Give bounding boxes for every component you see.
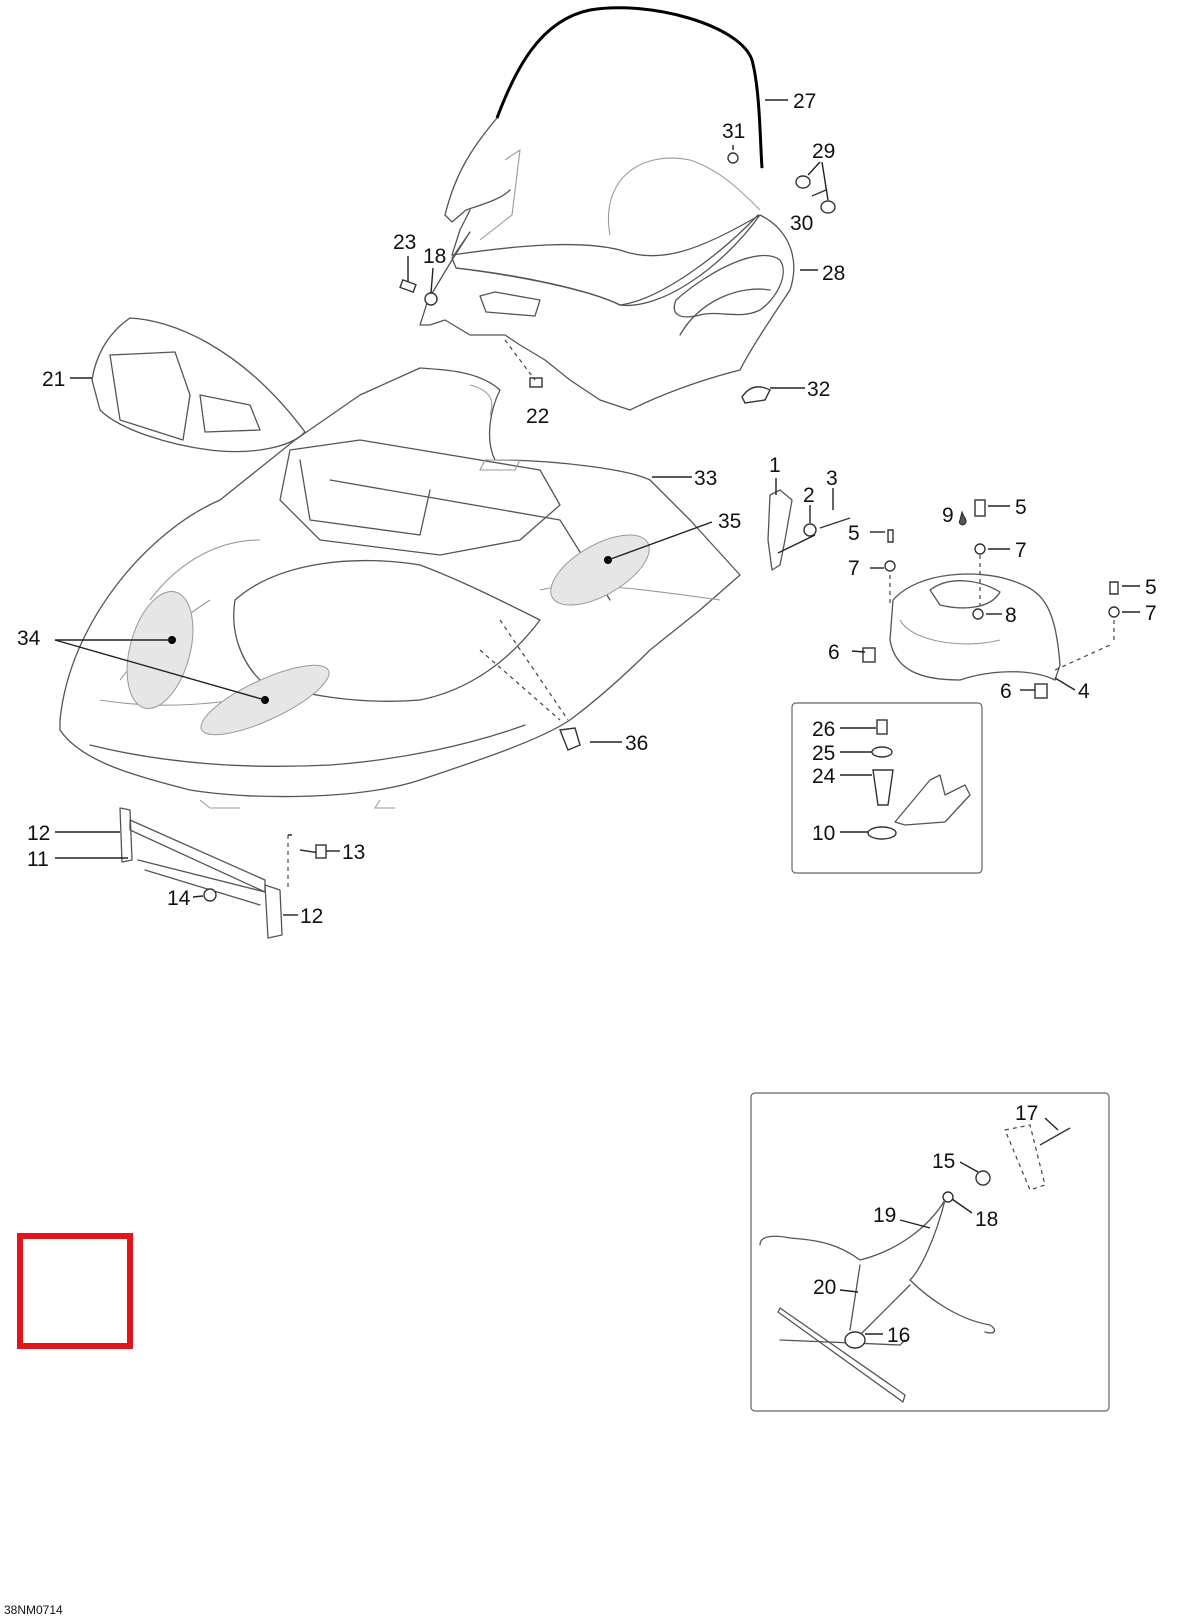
detail-inset-mount <box>791 702 983 874</box>
callout-29: 29 <box>812 140 835 163</box>
callout-7a: 7 <box>848 557 860 580</box>
hood-support-bracket <box>119 807 327 939</box>
callout-26: 26 <box>812 718 835 741</box>
windshield-hardware <box>399 152 836 404</box>
side-grille-right <box>550 534 650 606</box>
callout-19: 19 <box>873 1204 896 1227</box>
callout-24: 24 <box>812 765 836 788</box>
side-grille-left <box>126 591 194 709</box>
callout-7c: 7 <box>1145 602 1157 625</box>
red-square-marker <box>17 1233 133 1349</box>
callout-23: 23 <box>393 231 416 254</box>
mount-detail <box>867 719 971 840</box>
callout-12b: 12 <box>300 905 323 928</box>
callout-21: 21 <box>42 368 65 391</box>
callout-27: 27 <box>793 90 816 113</box>
callout-2: 2 <box>803 484 815 507</box>
cable-detail <box>759 1124 1071 1403</box>
callout-32: 32 <box>807 378 830 401</box>
callout-3: 3 <box>826 467 838 490</box>
callout-15: 15 <box>932 1150 955 1173</box>
callout-14: 14 <box>167 887 191 910</box>
callout-6a: 6 <box>828 641 840 664</box>
callout-16: 16 <box>887 1324 910 1347</box>
callout-25: 25 <box>812 742 835 765</box>
callout-labels: 27 31 29 30 28 23 18 21 22 32 33 35 34 3… <box>4 90 1157 1617</box>
console-bezel <box>91 317 306 453</box>
callout-5c: 5 <box>1145 576 1157 599</box>
callout-36: 36 <box>625 732 648 755</box>
side-bracket-assembly <box>767 489 1120 699</box>
callout-9: 9 <box>942 504 954 527</box>
callout-12a: 12 <box>27 822 50 845</box>
callout-4: 4 <box>1078 680 1090 703</box>
callout-11: 11 <box>27 848 49 871</box>
callout-18-top: 18 <box>423 245 446 268</box>
callout-22: 22 <box>526 405 549 428</box>
callout-1: 1 <box>769 454 781 477</box>
leader-lines <box>54 99 1140 1335</box>
windshield <box>444 6 764 257</box>
callout-18-bottom: 18 <box>975 1208 998 1231</box>
callout-17: 17 <box>1015 1102 1038 1125</box>
callout-28: 28 <box>822 262 845 285</box>
detail-inset-cable <box>750 1092 1110 1412</box>
callout-5a: 5 <box>848 522 860 545</box>
callout-13: 13 <box>342 841 365 864</box>
callout-10: 10 <box>812 822 835 845</box>
callout-30: 30 <box>790 212 813 235</box>
callout-6b: 6 <box>1000 680 1012 703</box>
figure-code: 38NM0714 <box>4 1603 63 1617</box>
windshield-base <box>419 214 795 411</box>
callout-33: 33 <box>694 467 717 490</box>
callout-5b: 5 <box>1015 496 1027 519</box>
callout-7b: 7 <box>1015 539 1027 562</box>
callout-31: 31 <box>722 120 745 143</box>
callout-20: 20 <box>813 1276 836 1299</box>
callout-34: 34 <box>17 627 41 650</box>
callout-8: 8 <box>1005 604 1017 627</box>
callout-35: 35 <box>718 510 741 533</box>
